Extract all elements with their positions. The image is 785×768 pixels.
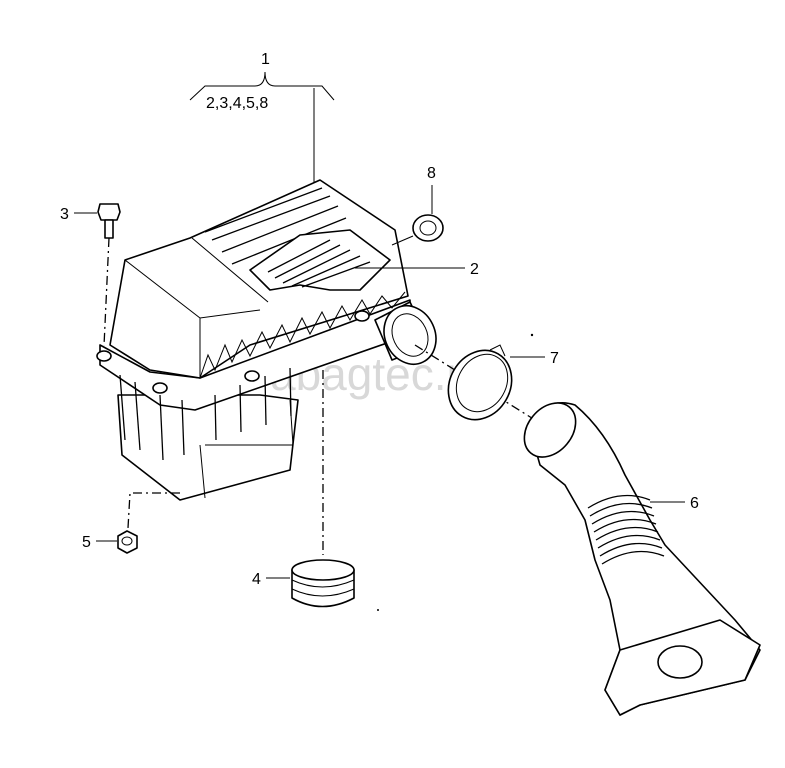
- callout-3: 3: [60, 206, 97, 223]
- mount-boss-mid: [152, 382, 168, 394]
- grommet-inner: [419, 220, 437, 236]
- callout-1: 1 2,3,4,5,8: [189, 51, 335, 182]
- callout-1-bracket: [189, 71, 335, 101]
- bolt-shank: [104, 219, 114, 239]
- callout-5: 5: [82, 534, 117, 551]
- bolt-head: [97, 203, 121, 221]
- callout-8: 8: [427, 165, 436, 214]
- grommet: [391, 214, 444, 246]
- stray-dot: [530, 333, 534, 337]
- nut-body: [117, 530, 138, 554]
- callout-8-label: 8: [427, 165, 436, 182]
- callout-7: 7: [510, 350, 559, 367]
- stray-dot-2: [377, 609, 379, 611]
- hose-clamp: [447, 344, 513, 421]
- housing-flange-ribs: [119, 367, 292, 461]
- housing-outlet-bore: [391, 313, 429, 357]
- filter-element-pleats: [267, 239, 371, 288]
- hose-outlet-port: [657, 645, 703, 679]
- intake-hose: [523, 402, 761, 716]
- filter-element: [249, 229, 391, 291]
- hose-bellows: [587, 494, 665, 565]
- mount-boss-right: [244, 370, 260, 382]
- callout-5-label: 5: [82, 534, 91, 551]
- clamp-screw: [489, 344, 506, 357]
- clamp-band-outer: [447, 349, 513, 421]
- callout-6: 6: [650, 495, 699, 512]
- air-filter-housing: [96, 179, 437, 501]
- callout-4: 4: [252, 571, 290, 588]
- hose-inlet-ring: [523, 402, 577, 458]
- sleeve-top: [291, 559, 355, 581]
- mount-boss-rear: [354, 310, 370, 322]
- housing-lid-teeth: [199, 291, 406, 379]
- housing-flange: [99, 299, 411, 411]
- callout-4-label: 4: [252, 571, 261, 588]
- callout-7-label: 7: [550, 350, 559, 367]
- housing-lower-edge: [199, 444, 206, 499]
- grommet-leader: [391, 235, 414, 246]
- filter-element-body: [249, 229, 391, 291]
- sleeve: [291, 370, 355, 608]
- callout-1-sublabel: 2,3,4,5,8: [206, 95, 268, 112]
- bolt-axis: [103, 237, 110, 347]
- housing-outlet-ring: [383, 305, 437, 365]
- grommet-outer: [412, 214, 444, 242]
- nut: [117, 492, 180, 554]
- callout-2-label: 2: [470, 261, 479, 278]
- callout-6-label: 6: [690, 495, 699, 512]
- nut-axis: [127, 492, 180, 529]
- callout-3-label: 3: [60, 206, 69, 223]
- callout-2: 2: [355, 261, 479, 278]
- housing-lid-crease: [191, 237, 269, 303]
- mount-boss-left: [96, 350, 112, 362]
- bolt: [97, 203, 121, 347]
- clamp-band-inner: [455, 353, 509, 413]
- callout-1-label: 1: [261, 51, 270, 68]
- housing-lid-grooves: [204, 187, 347, 265]
- housing-lower-body: [117, 394, 299, 501]
